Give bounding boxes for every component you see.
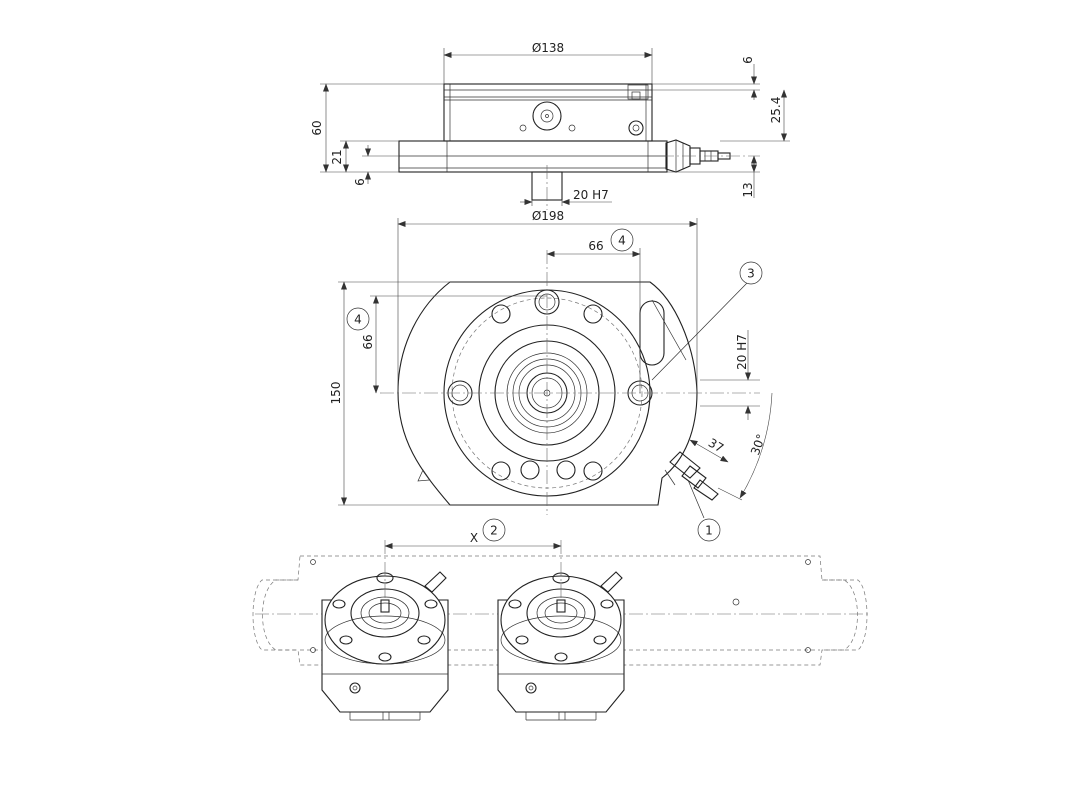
dim-plan-37: 37 bbox=[706, 436, 726, 456]
dim-plan-66-v: 66 bbox=[361, 334, 375, 349]
dim-top-6-low: 6 bbox=[353, 178, 367, 186]
pallet-module-2 bbox=[497, 540, 625, 721]
base-outline bbox=[397, 281, 698, 506]
module-body bbox=[443, 83, 653, 142]
balloon-2: 2 bbox=[482, 518, 506, 542]
balloon-4-left: 4 bbox=[346, 307, 370, 331]
side-view: Ø138 6 25.4 13 60 21 6 20 H7 bbox=[310, 41, 790, 210]
dim-plan-66-h: 66 bbox=[588, 239, 603, 253]
dim-bottom-x: X bbox=[470, 531, 478, 545]
dim-top-21: 21 bbox=[330, 149, 344, 164]
dim-plan-fit: 20 H7 bbox=[735, 334, 749, 370]
dim-top-fit: 20 H7 bbox=[573, 188, 609, 202]
pneumatic-fitting bbox=[665, 139, 731, 173]
svg-text:4: 4 bbox=[618, 234, 626, 248]
svg-text:1: 1 bbox=[705, 524, 713, 538]
mounting-slot bbox=[639, 300, 665, 366]
bolt-holes bbox=[447, 289, 653, 481]
dim-plan-diameter: Ø198 bbox=[532, 209, 564, 223]
balloon-1: 1 bbox=[697, 518, 721, 542]
pallet-module-1 bbox=[321, 540, 449, 721]
dim-top-diameter: Ø138 bbox=[532, 41, 564, 55]
dim-plan-angle: 30° bbox=[748, 432, 768, 457]
svg-text:3: 3 bbox=[747, 267, 755, 281]
dim-top-60: 60 bbox=[310, 120, 324, 135]
base-plate bbox=[398, 140, 668, 173]
pallet-view: X bbox=[252, 531, 870, 721]
svg-text:4: 4 bbox=[354, 313, 362, 327]
dim-plan-150: 150 bbox=[329, 382, 343, 405]
dim-top-6: 6 bbox=[741, 56, 755, 64]
plan-view: Ø198 66 150 66 20 H7 37 30° bbox=[329, 209, 773, 519]
svg-text:2: 2 bbox=[490, 524, 498, 538]
balloon-4-top: 4 bbox=[610, 228, 634, 252]
dim-top-13: 13 bbox=[741, 182, 755, 197]
side-port bbox=[532, 101, 562, 131]
plan-fitting bbox=[664, 451, 719, 501]
pallet-plate-outline bbox=[262, 555, 858, 666]
balloon-3: 3 bbox=[739, 261, 763, 285]
dim-top-25-4: 25.4 bbox=[769, 97, 783, 124]
